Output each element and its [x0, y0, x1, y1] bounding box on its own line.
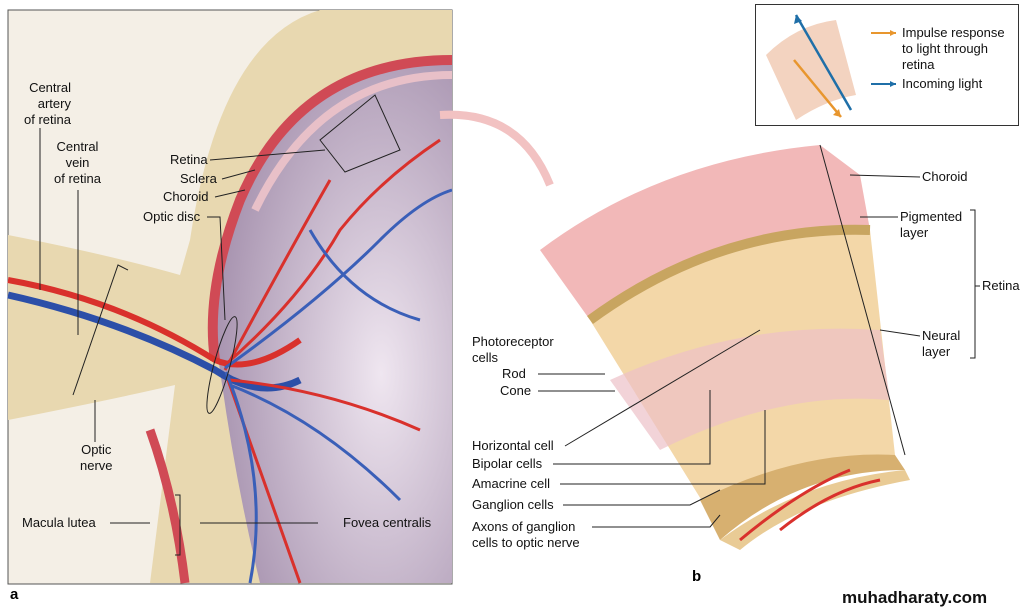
label-central-artery: Central artery of retina	[24, 80, 71, 128]
label-horizontal-cell: Horizontal cell	[472, 438, 554, 453]
label-line: of retina	[24, 112, 71, 127]
label-line: Optic	[81, 442, 112, 457]
label-rod: Rod	[502, 366, 526, 381]
panel-b-letter: b	[692, 568, 702, 585]
label-optic-disc: Optic disc	[143, 209, 201, 224]
label-central-vein: Central vein of retina	[54, 139, 101, 187]
panel-b-leader-lines	[538, 144, 980, 528]
label-photoreceptor-cells: Photoreceptor cells	[472, 334, 554, 366]
label-line: layer	[900, 225, 929, 240]
label-line: layer	[922, 344, 951, 359]
panel-b-drawing	[540, 145, 910, 550]
label-pigmented-layer: Pigmented layer	[900, 209, 962, 241]
label-line: Impulse response	[902, 25, 1005, 40]
label-macula-lutea: Macula lutea	[22, 515, 96, 530]
label-line: Photoreceptor	[472, 334, 554, 349]
label-choroid-b: Choroid	[922, 169, 968, 184]
label-cone: Cone	[500, 383, 532, 398]
panel-a-drawing	[7, 9, 453, 585]
label-retina: Retina	[170, 152, 208, 167]
legend-box: Impulse response to light through retina…	[755, 4, 1019, 126]
label-line: of retina	[54, 171, 101, 186]
watermark: muhadharaty.com	[842, 588, 988, 607]
panel-a-leader-lines	[39, 94, 401, 556]
label-bipolar-cells: Bipolar cells	[472, 456, 543, 471]
label-line: retina	[902, 57, 935, 72]
impulse-arrow-icon	[793, 59, 842, 118]
legend-incoming: Incoming light	[902, 76, 983, 91]
incoming-arrow-icon	[794, 14, 853, 111]
legend-retina-thumbnail	[766, 14, 896, 120]
label-line: Axons of ganglion	[472, 519, 576, 534]
label-retina-b: Retina	[982, 278, 1020, 293]
label-line: nerve	[80, 458, 113, 473]
label-line: Pigmented	[900, 209, 963, 224]
label-line: to light through	[902, 41, 989, 56]
label-line: vein	[65, 155, 90, 170]
label-line: cells	[472, 350, 499, 365]
panel-a-letter: a	[10, 586, 19, 603]
label-line: Neural	[922, 328, 961, 343]
label-line: cells to optic nerve	[472, 535, 580, 550]
arrow-connector	[439, 110, 554, 187]
label-sclera: Sclera	[180, 171, 217, 186]
label-line: Central	[56, 139, 99, 154]
label-line: Central	[29, 80, 71, 95]
label-amacrine-cell: Amacrine cell	[472, 476, 551, 491]
label-line: artery	[37, 96, 71, 111]
label-ganglion-cells: Ganglion cells	[472, 497, 554, 512]
label-axons: Axons of ganglion cells to optic nerve	[472, 519, 580, 551]
label-choroid: Choroid	[163, 189, 209, 204]
label-optic-nerve: Optic nerve	[80, 442, 113, 474]
legend-impulse: Impulse response to light through retina	[902, 25, 1005, 73]
label-fovea-centralis: Fovea centralis	[343, 515, 432, 530]
label-neural-layer: Neural layer	[922, 328, 960, 360]
